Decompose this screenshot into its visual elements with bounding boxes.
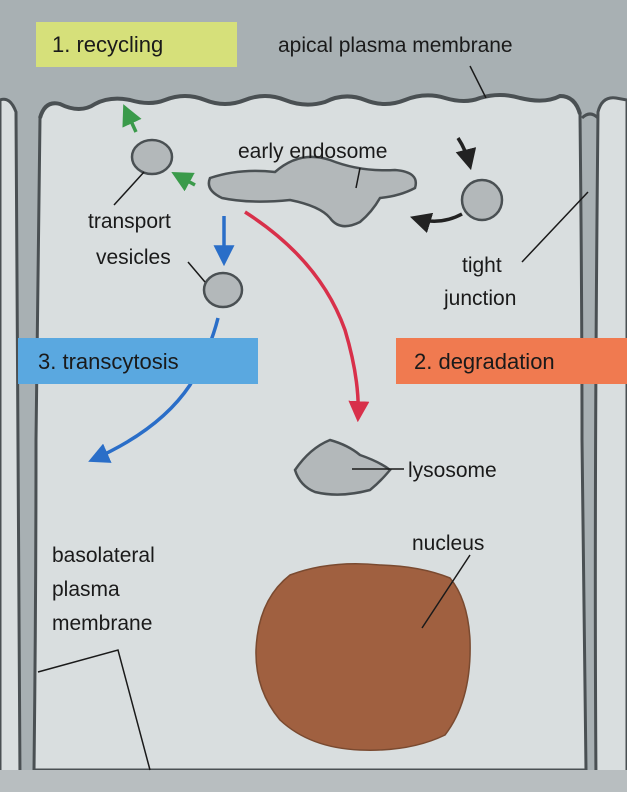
transport-vesicle-top — [132, 140, 172, 174]
lysosome-label: lysosome — [408, 459, 497, 482]
basolateral-label-3: membrane — [52, 612, 152, 635]
nucleus — [256, 564, 470, 750]
recycling-label: 1. recycling — [52, 32, 163, 57]
early-endosome-label: early endosome — [238, 140, 387, 163]
recycling-vesicle-right — [462, 180, 502, 220]
nucleus-label: nucleus — [412, 532, 484, 555]
transcytosis-label: 3. transcytosis — [38, 349, 179, 374]
basolateral-label-2: plasma — [52, 578, 120, 601]
apical-membrane-label: apical plasma membrane — [278, 34, 513, 57]
transport-vesicle-middle — [204, 273, 242, 307]
transport-vesicles-label-2: vesicles — [96, 246, 171, 269]
right-neighbour-cell — [595, 98, 627, 780]
left-neighbour-cell — [0, 99, 20, 780]
basolateral-label-1: basolateral — [52, 544, 155, 567]
lower-extracellular — [0, 770, 627, 792]
tight-junction-label-2: junction — [443, 287, 516, 310]
degradation-label: 2. degradation — [414, 349, 555, 374]
transport-vesicles-label-1: transport — [88, 210, 171, 233]
tight-junction-label-1: tight — [462, 254, 502, 277]
